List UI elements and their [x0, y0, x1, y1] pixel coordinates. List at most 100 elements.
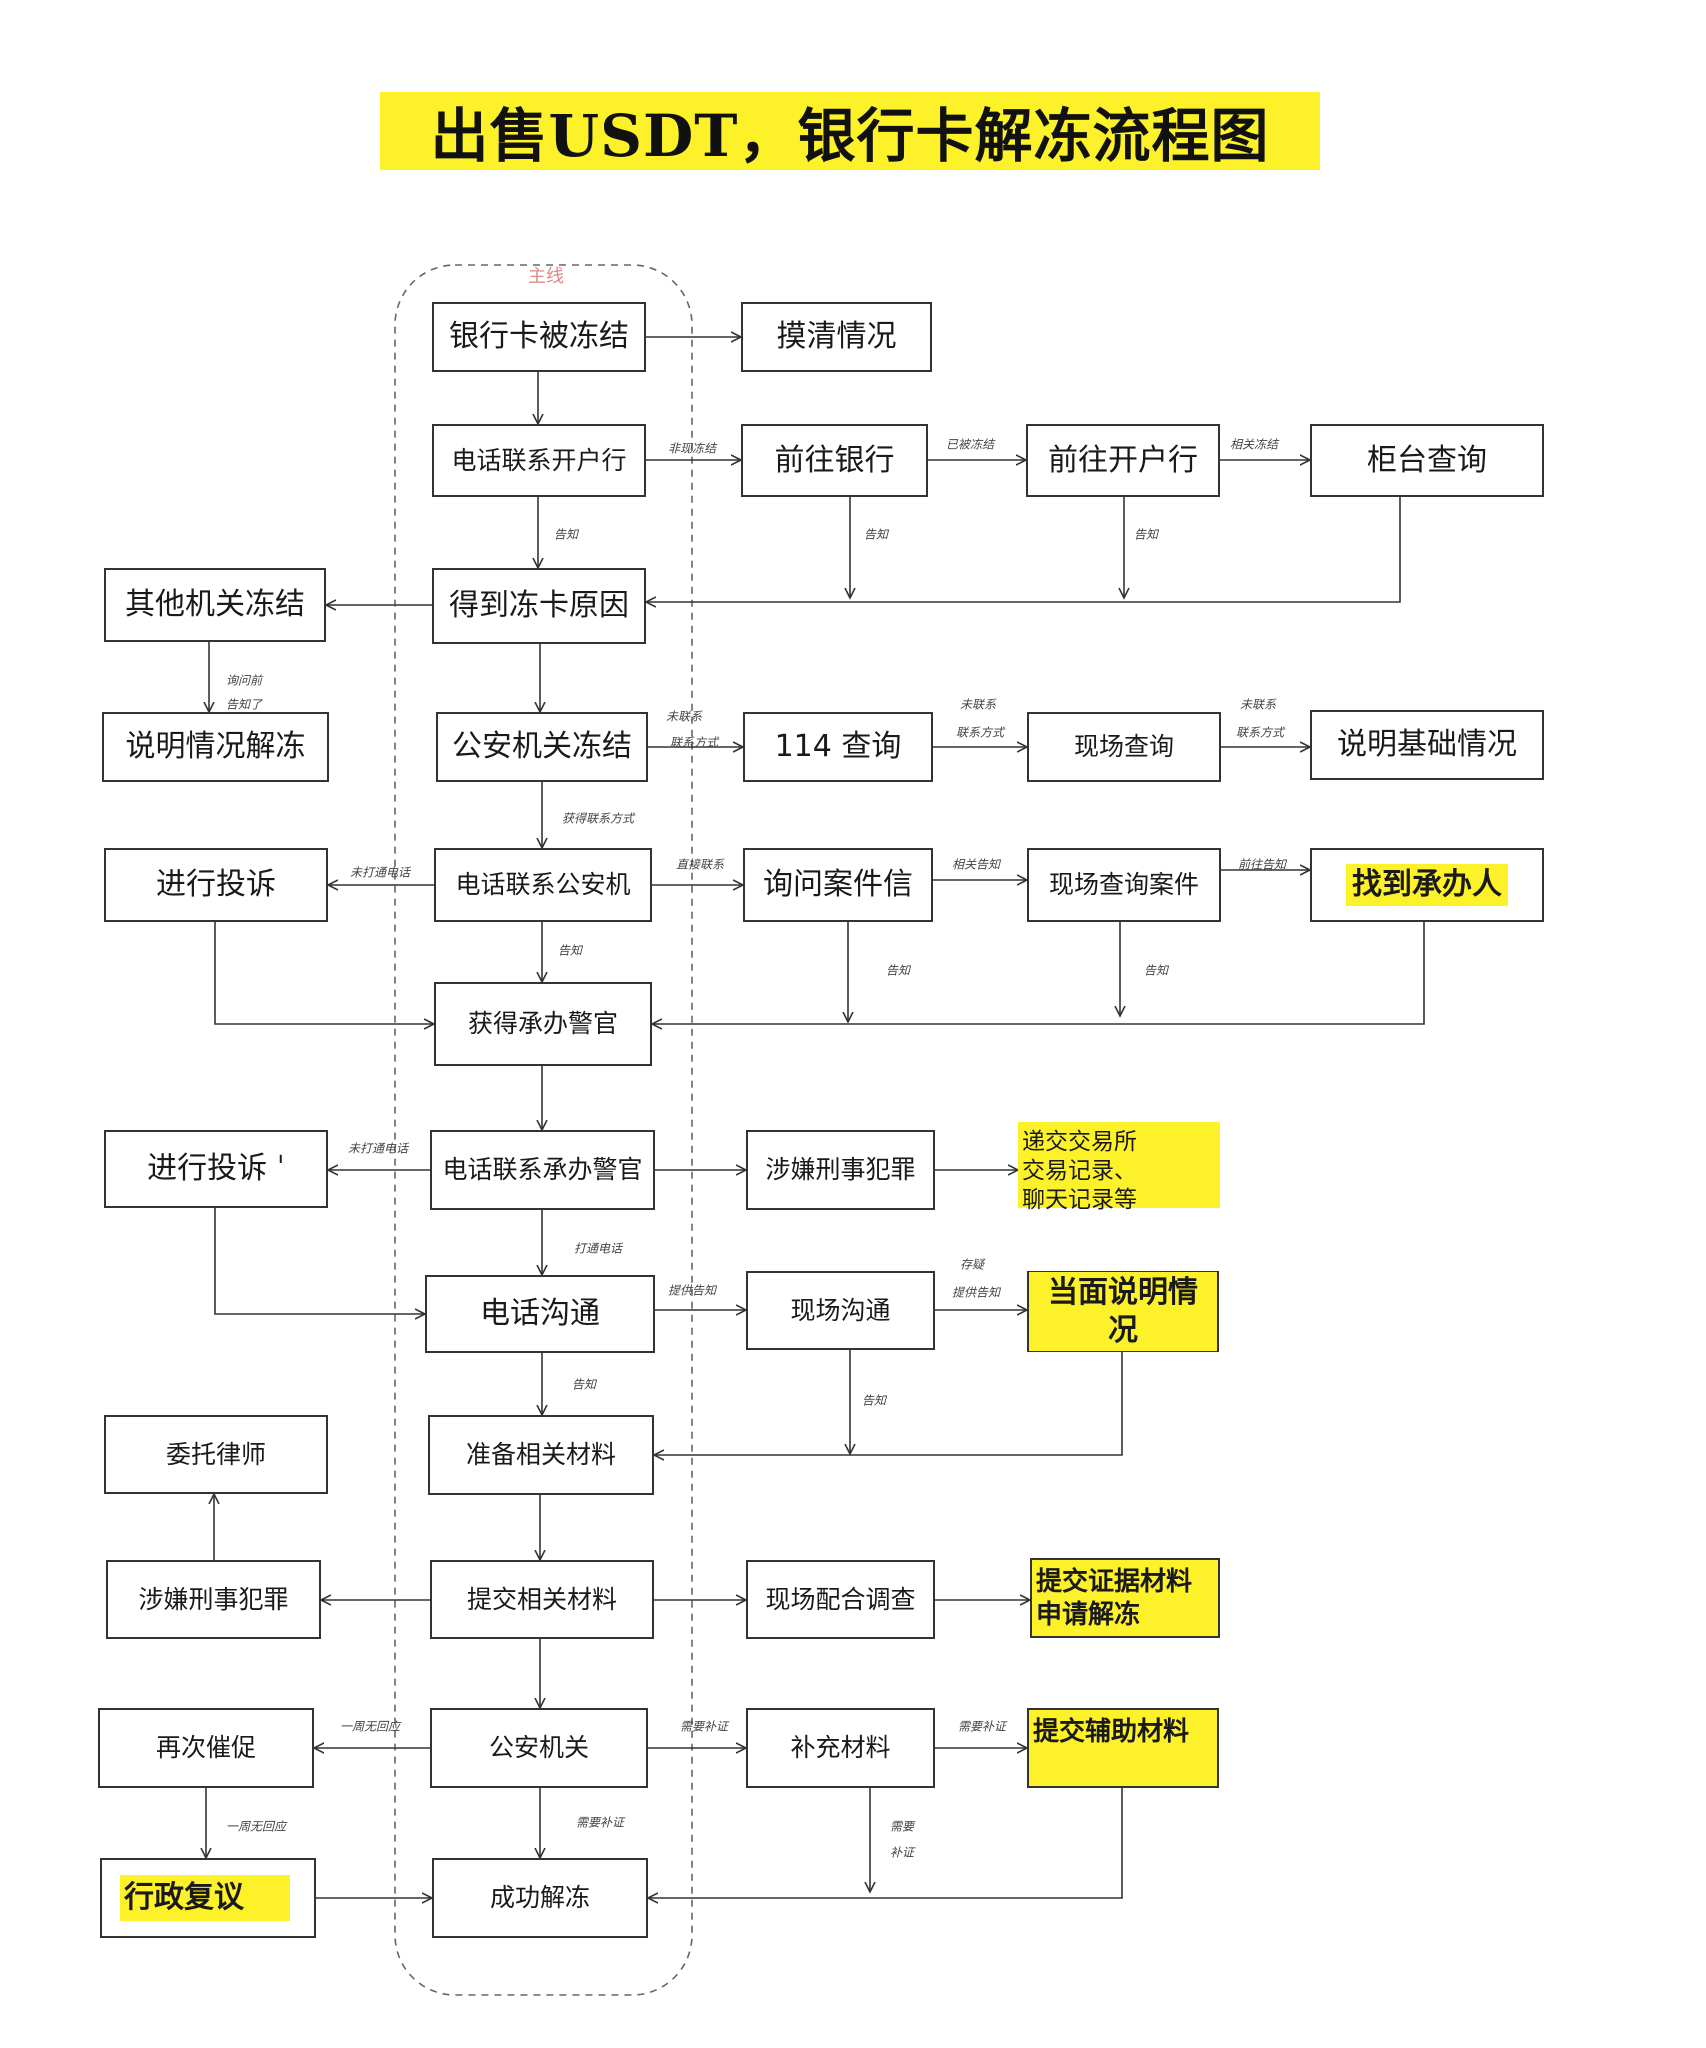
- edge-label: 提供告知: [667, 1283, 717, 1298]
- node-label: 电话沟通: [480, 1296, 600, 1332]
- edge-label: 前往告知: [1237, 857, 1287, 872]
- node-label: 电话联系承办警官: [442, 1155, 643, 1185]
- node-label: 成功解冻: [489, 1883, 590, 1913]
- node-go-open-bank: 前往开户行: [1026, 424, 1220, 497]
- edge-label: 相关告知: [951, 857, 1001, 872]
- node-submit-aux: 提交辅助材料: [1027, 1708, 1219, 1788]
- node-ask-case: 询问案件信: [743, 848, 933, 922]
- node-label: 询问案件信: [763, 867, 913, 903]
- edge-label: 需要: [889, 1819, 915, 1834]
- edge-label: 告知: [1143, 963, 1169, 978]
- node-label: 提交证据材料 申请解冻: [1036, 1567, 1193, 1630]
- node-query-114: 114 查询: [743, 712, 933, 782]
- node-urge-again: 再次催促: [98, 1708, 314, 1788]
- node-label: 柜台查询: [1367, 442, 1487, 478]
- node-prepare-materials: 准备相关材料: [428, 1415, 654, 1495]
- node-label: 说明情况解冻: [125, 729, 306, 765]
- node-label: 电话联系公安机: [455, 870, 631, 900]
- connector-arrow: [654, 1352, 1123, 1455]
- node-call-officer: 电话联系承办警官: [430, 1130, 655, 1210]
- edge-label: 未打通电话: [349, 865, 411, 880]
- node-label: 提交辅助材料: [1033, 1717, 1190, 1747]
- node-label: 准备相关材料: [465, 1440, 616, 1470]
- node-label: 补充材料: [790, 1733, 891, 1763]
- edge-label: 未联系: [665, 709, 703, 724]
- edge-label: 补证: [889, 1845, 915, 1860]
- node-label: 其他机关冻结: [125, 587, 305, 623]
- connector-arrow: [648, 1788, 1123, 1898]
- node-label: 涉嫌刑事犯罪: [138, 1584, 289, 1614]
- node-label: 现场查询案件: [1048, 870, 1199, 900]
- node-label: 前往开户行: [1048, 442, 1198, 478]
- connector-arrow: [214, 922, 434, 1024]
- edge-label: 需要补证: [575, 1815, 625, 1830]
- edge-label: 告知: [885, 963, 911, 978]
- node-police-freeze: 公安机关冻结: [436, 712, 648, 782]
- node-label: 进行投诉: [156, 867, 276, 903]
- node-explain-basic: 说明基础情况: [1310, 710, 1544, 780]
- edge-label: 告知: [861, 1393, 887, 1408]
- node-label: 说明基础情况: [1337, 727, 1517, 763]
- edge-label: 告知: [1133, 527, 1159, 542]
- node-label: 公安机关冻结: [452, 729, 632, 765]
- connector-arrow: [646, 497, 1401, 602]
- node-complain-1: 进行投诉: [104, 848, 328, 922]
- node-label: 现场配合调查: [765, 1584, 916, 1614]
- node-label: 前往银行: [774, 442, 895, 478]
- node-hire-lawyer: 委托律师: [104, 1415, 328, 1494]
- node-call-police: 电话联系公安机: [434, 848, 652, 922]
- edge-label: 需要补证: [679, 1719, 729, 1734]
- node-label: 公安机关: [488, 1733, 589, 1763]
- node-label: 现场查询: [1073, 732, 1174, 762]
- node-label: 找到承办人: [1346, 864, 1508, 906]
- node-label: 电话联系开户行: [451, 445, 627, 475]
- edge-label: 打通电话: [573, 1241, 623, 1256]
- edge-label: 联系方式: [955, 725, 1005, 740]
- node-onsite-cooperate: 现场配合调查: [746, 1560, 935, 1639]
- edge-label: 已被冻结: [945, 437, 995, 452]
- node-label: 行政复议: [120, 1875, 290, 1921]
- node-go-bank: 前往银行: [741, 424, 928, 497]
- edge-label: 未联系: [1239, 697, 1277, 712]
- connector-arrow: [214, 1208, 425, 1314]
- edge-label: 相关冻结: [1229, 437, 1279, 452]
- edge-label: 存疑: [959, 1257, 985, 1272]
- node-label: 涉嫌刑事犯罪: [765, 1155, 916, 1185]
- node-label: 提交相关材料: [466, 1584, 617, 1614]
- main-line-label: 主线: [528, 266, 564, 287]
- node-submit-records: 递交交易所 交易记录、 聊天记录等: [1018, 1122, 1220, 1213]
- connector-arrow: [652, 922, 1425, 1024]
- node-police-org: 公安机关: [430, 1708, 648, 1788]
- edge-label: 一周无回应: [339, 1719, 401, 1734]
- node-submit-evidence: 提交证据材料 申请解冻: [1030, 1558, 1220, 1638]
- edge-label: 联系方式: [669, 735, 719, 750]
- node-find-handler: 找到承办人: [1310, 848, 1544, 922]
- title-banner: 出售USDT，银行卡解冻流程图: [380, 92, 1320, 170]
- node-label: 银行卡被冻结: [449, 319, 629, 355]
- node-get-officer: 获得承办警官: [434, 982, 652, 1066]
- edge-label: 非现冻结: [667, 441, 717, 456]
- node-admin-review: 行政复议: [100, 1858, 316, 1938]
- edge-label: 一周无回应: [225, 1819, 287, 1834]
- node-other-org: 其他机关冻结: [104, 568, 326, 642]
- node-label: 114 查询: [774, 729, 902, 765]
- edge-label: 告知: [863, 527, 889, 542]
- node-label: 进行投诉 ˈ: [147, 1151, 285, 1187]
- node-explain-unfreeze: 说明情况解冻: [102, 712, 329, 782]
- edge-label: 告知了: [225, 697, 263, 712]
- edge-label: 获得联系方式: [561, 811, 635, 826]
- edge-label: 询问前: [225, 673, 263, 688]
- node-label: 当面说明情况: [1029, 1272, 1217, 1351]
- edge-label: 提供告知: [951, 1285, 1001, 1300]
- node-label: 递交交易所 交易记录、 聊天记录等: [1022, 1129, 1137, 1213]
- edge-label: 需要补证: [957, 1719, 1007, 1734]
- node-get-reason: 得到冻卡原因: [432, 568, 646, 644]
- node-label: 摸清情况: [776, 319, 897, 355]
- edge-label: 告知: [557, 943, 583, 958]
- node-onsite-query: 现场查询: [1027, 712, 1221, 782]
- node-counter-query: 柜台查询: [1310, 424, 1544, 497]
- page-title: 出售USDT，银行卡解冻流程图: [430, 102, 1270, 170]
- node-supplement: 补充材料: [746, 1708, 935, 1788]
- edge-label: 告知: [553, 527, 579, 542]
- node-suspect-crime-1: 涉嫌刑事犯罪: [746, 1130, 935, 1210]
